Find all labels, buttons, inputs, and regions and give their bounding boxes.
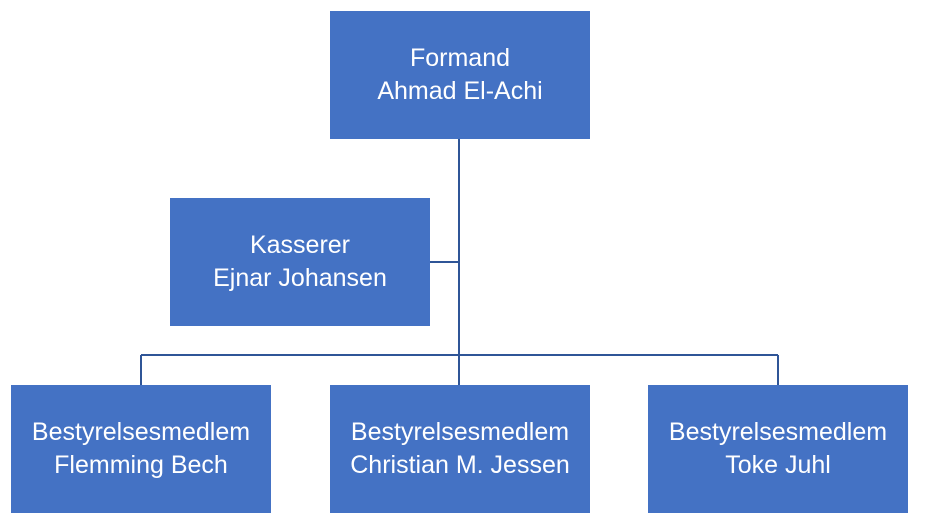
org-node-member: Bestyrelsesmedlem Toke Juhl [648,385,908,513]
org-node-kasserer: Kasserer Ejnar Johansen [170,198,430,326]
org-node-member: Bestyrelsesmedlem Christian M. Jessen [330,385,590,513]
org-node-formand: Formand Ahmad El-Achi [330,11,590,139]
node-role: Formand [409,44,511,72]
node-name: Flemming Bech [54,451,228,479]
node-name: Ahmad El-Achi [377,77,543,105]
node-name: Christian M. Jessen [350,451,570,479]
node-role: Bestyrelsesmedlem [31,418,251,446]
node-role: Bestyrelsesmedlem [668,418,888,446]
node-role: Bestyrelsesmedlem [350,418,570,446]
node-name: Ejnar Johansen [213,264,387,292]
node-role: Kasserer [249,231,351,259]
org-node-member: Bestyrelsesmedlem Flemming Bech [11,385,271,513]
node-name: Toke Juhl [725,451,831,479]
